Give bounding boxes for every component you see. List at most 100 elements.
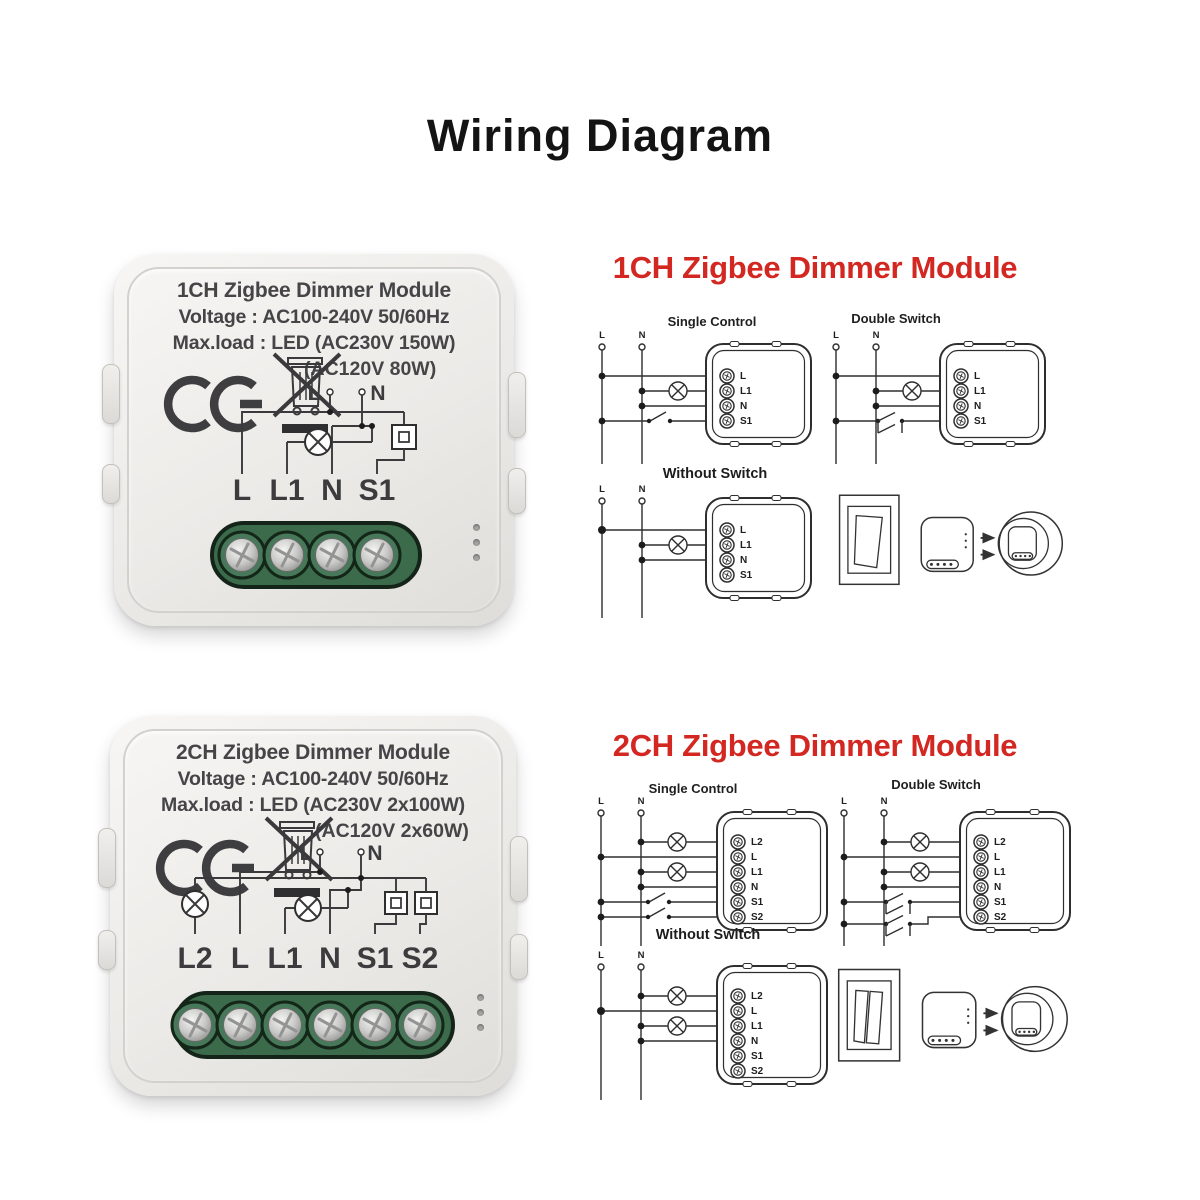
face-neutral-label: N [370,382,385,405]
lamp-icon [910,862,930,882]
switch-input-icon [384,891,408,915]
diagram-label-double-switch: Double Switch [891,777,981,792]
ce-mark-icon [155,839,254,897]
module-drawing [706,342,811,447]
diagram-label-without-switch: Without Switch [662,466,768,482]
wiring-diagram-1ch-single-control: L N L L1 N S1 [598,330,816,464]
led-indicator-dots [477,994,484,1031]
svg-text:L1: L1 [994,867,1006,878]
supply-l-label: L [599,330,605,341]
svg-text:L: L [994,852,1000,863]
terminal-label: N [321,474,343,507]
face-live-label: L [308,382,321,405]
svg-text:S1: S1 [994,897,1007,908]
product-photo-2ch-module: 2CH Zigbee Dimmer Module Voltage : AC100… [98,716,528,1096]
wiring-diagram-2ch-without-switch: L N L2 L L1 N S1 S2 [597,950,835,1100]
mounting-tab-icon [510,836,528,902]
supply-n-label: N [639,330,646,341]
wall-switch-rocker [853,514,883,569]
section-heading-2ch: 2CH Zigbee Dimmer Module [612,728,1018,763]
module-sketch [921,991,977,1049]
module-drawing [717,964,827,1087]
svg-text:S1: S1 [751,1051,764,1062]
supply-n-label: N [881,796,888,807]
svg-text:L1: L1 [740,540,752,551]
mounting-tab-icon [508,372,526,438]
device-voltage: Voltage : AC100-240V 50/60Hz [177,768,449,790]
svg-text:S1: S1 [974,416,987,427]
product-photo-1ch-module: 1CH Zigbee Dimmer Module Voltage : AC100… [102,254,526,626]
svg-text:S1: S1 [740,416,753,427]
terminal-label: L1 [267,942,303,975]
terminal-label: S1 [356,942,394,975]
device-voltage: Voltage : AC100-240V 50/60Hz [178,306,450,328]
svg-text:N: N [740,555,747,566]
svg-text:N: N [974,401,981,412]
supply-l-label: L [599,484,605,495]
svg-text:L2: L2 [994,837,1006,848]
switch-input-icon [414,891,438,915]
supply-n-label: N [639,484,646,495]
lamp-icon [667,862,687,882]
mounting-tab-icon [102,364,120,424]
device-max-load: Max.load : LED (AC230V 150W) [172,332,456,354]
svg-text:S1: S1 [740,570,753,581]
svg-text:S1: S1 [751,897,764,908]
svg-text:L1: L1 [751,867,763,878]
device-max-load-2: (AC120V 2x60W) [315,820,469,842]
diagram-label-double-switch: Double Switch [851,311,941,326]
svg-text:N: N [751,882,758,893]
supply-l-label: L [841,796,847,807]
svg-text:L: L [751,1006,757,1017]
mounting-tab-icon [510,934,528,980]
supply-l-label: L [833,330,839,341]
diagram-label-without-switch: Without Switch [655,927,761,943]
svg-text:L: L [740,525,746,536]
terminal-label: N [319,942,341,975]
diagram-label-single-control: Single Control [667,314,757,329]
terminal-label: L [230,942,250,975]
lamp-icon [910,832,930,852]
mounting-tab-icon [98,828,116,888]
installation-illustration-2ch [837,968,1068,1062]
mounting-tab-icon [102,464,120,504]
svg-text:S2: S2 [751,912,764,923]
svg-text:L: L [974,371,980,382]
supply-l-label: L [598,796,604,807]
terminal-label: L2 [177,942,213,975]
two-way-switch-icon [875,411,905,434]
module-drawing [940,342,1045,447]
installation-illustration-1ch [838,494,1064,586]
svg-text:N: N [751,1036,758,1047]
supply-n-label: N [873,330,880,341]
svg-text:L1: L1 [751,1021,763,1032]
svg-text:L1: L1 [740,386,752,397]
lamp-icon [667,986,687,1006]
lamp-icon [668,535,688,555]
mounting-tab-icon [508,468,526,514]
svg-text:N: N [994,882,1001,893]
device-max-load-2: (AC120V 80W) [304,358,437,380]
wall-switch-rocker [865,990,884,1045]
weee-icon [272,352,342,433]
device-title: 1CH Zigbee Dimmer Module [176,279,452,302]
two-way-switch-icon [883,892,913,915]
svg-text:L: L [751,852,757,863]
device-face-schematic: L N [241,382,417,474]
device-face-schematic: L N [181,842,438,934]
supply-n-label: N [638,950,645,961]
wall-switch-rocker [853,989,869,1044]
terminal-label: S2 [401,942,439,975]
supply-n-label: N [638,796,645,807]
svg-text:L1: L1 [974,386,986,397]
mounting-tab-icon [98,930,116,970]
svg-text:S2: S2 [751,1066,764,1077]
terminal-label: S1 [358,474,396,507]
diagram-label-single-control: Single Control [648,781,738,796]
device-print-text: 2CH Zigbee Dimmer Module Voltage : AC100… [110,741,516,843]
device-face-panel [123,729,503,1083]
lamp-icon [902,381,922,401]
two-way-switch-icon [883,914,913,937]
lamp-icon [667,832,687,852]
svg-text:N: N [740,401,747,412]
